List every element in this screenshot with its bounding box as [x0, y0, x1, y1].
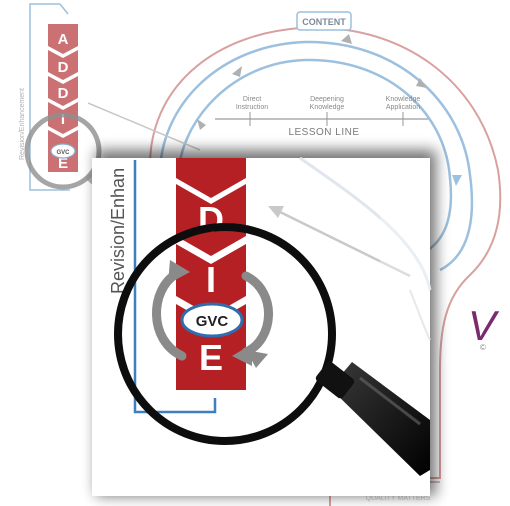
pointer-arrow-top	[88, 103, 200, 150]
lesson-tick-label-1a: Direct	[243, 96, 261, 103]
lesson-tick-label-2b: Knowledge	[310, 104, 345, 111]
cycle-arrow-1	[232, 66, 242, 77]
lesson-line-label: LESSON LINE	[288, 127, 359, 138]
zoom-card-panel	[92, 158, 430, 496]
zoom-letter-d: D	[198, 199, 224, 240]
bottom-label: QUALITY MATTERS	[366, 495, 431, 502]
zoom-letter-i: I	[206, 259, 216, 300]
lesson-tick-label-3b: Application	[386, 104, 420, 111]
lesson-tick-label-2a: Deepening	[310, 96, 344, 103]
zoom-card: Revision/Enhan D I E GVC	[92, 150, 436, 496]
zoom-gvc-label: GVC	[196, 313, 229, 330]
small-letter-a: A	[58, 31, 69, 48]
cycle-arrow-4	[197, 119, 206, 130]
small-revision-arrow	[60, 4, 68, 14]
lesson-tick-label-3a: Knowledge	[386, 96, 421, 103]
cycle-arrow-5	[452, 175, 462, 186]
content-label: CONTENT	[302, 17, 346, 27]
lesson-tick-label-1b: Instruction	[236, 104, 268, 111]
small-letter-d1: D	[58, 59, 69, 76]
small-letter-d2: D	[58, 85, 69, 102]
zoom-revision-label: Revision/Enhan	[108, 168, 128, 294]
copyright-symbol: ©	[480, 343, 486, 352]
zoom-letter-e: E	[199, 337, 223, 378]
cycle-arrow-2	[341, 34, 352, 44]
brand-logo: V	[468, 302, 500, 349]
small-gvc-label: GVC	[56, 150, 70, 156]
